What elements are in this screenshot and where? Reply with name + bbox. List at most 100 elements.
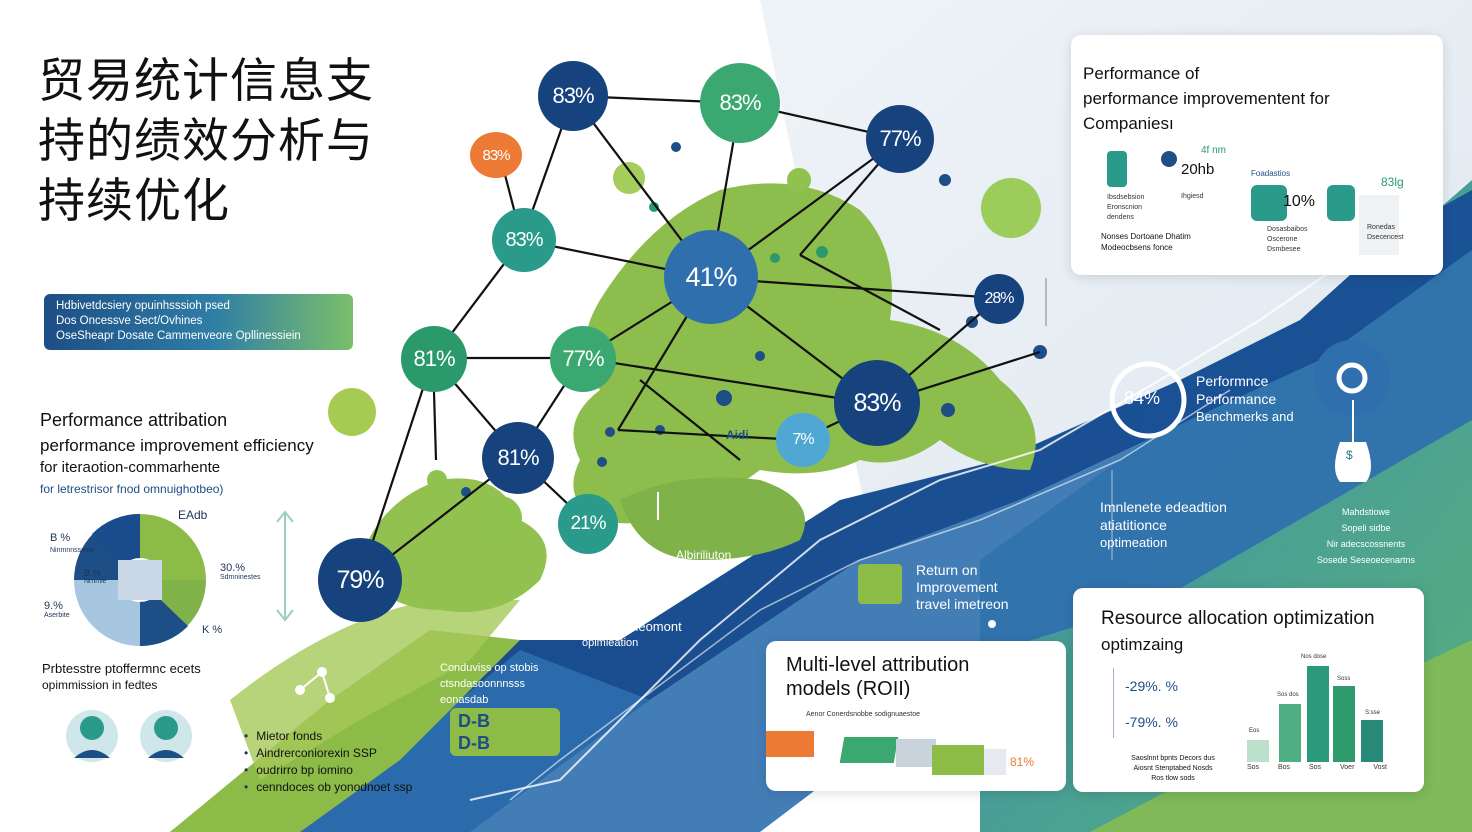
resource-bar (1279, 704, 1301, 762)
multi-bar-orange (766, 731, 814, 757)
resource-bar-top: Soss (1337, 676, 1351, 682)
top-card-title-1: Performance of (1083, 64, 1200, 83)
top-card-title-2: performance improvementent for (1083, 89, 1330, 108)
title-line-3: 持续优化 (38, 174, 230, 229)
deco-circle (671, 142, 681, 152)
resource-footer-1: Saoslnnt bpnts Decors dus (1131, 755, 1215, 762)
multi-level-card: Multi-level attribution models (ROII) Ae… (766, 641, 1066, 791)
pie-label-a-sub: Ninmnnsseion (50, 547, 95, 554)
benchmark-text: Performnce Performance Benchmerks and (1196, 372, 1356, 426)
top-card-gray-box (1359, 195, 1399, 255)
arrow-head-up (276, 510, 294, 523)
top-card-right-subs: Ronedas Dsecencest (1367, 223, 1404, 243)
pie-label-b: EAdb (178, 508, 208, 522)
top-card-right-sub-5: Dsmbesee (1267, 246, 1301, 253)
resource-card: Resource allocation optimization optimza… (1073, 588, 1424, 792)
top-card-stat-label: Ibsdsebsion (1107, 194, 1145, 201)
pie-label-e-value: 9.% (44, 600, 63, 612)
pill-line-2: Dos Oncessve Sect/Ovhines (56, 315, 203, 327)
deco-circle (605, 427, 615, 437)
top-card-right-sub-3: Dosasbaibos (1267, 226, 1308, 233)
metal-line-4: opimieation (582, 637, 639, 649)
metal-line-3: Commemeomont (582, 619, 682, 634)
deco-circle (941, 403, 955, 417)
top-card-stat-sub: Eronscnion dendens (1107, 204, 1143, 221)
top-card-icon-pin (1161, 151, 1177, 167)
return-line-3: travel imetreon (916, 596, 1009, 612)
bullet-item: Mietor fonds (244, 728, 464, 745)
network-node: 83% (538, 61, 608, 131)
right-small-block: Mahdstiowe Sopeli sidbe Nir adecscossnen… (1296, 504, 1436, 568)
resource-axis (1113, 668, 1114, 738)
top-card-big-value: 10% (1283, 193, 1316, 210)
deco-circle (816, 246, 828, 258)
pie-label-f-sub: Nrnmie (84, 578, 107, 585)
benchmark-line-2: Performance (1196, 391, 1277, 407)
left-line-2: performance improvement efficiency (40, 436, 314, 455)
deco-circle (597, 457, 607, 467)
deco-circle (939, 174, 951, 186)
network-node: 77% (866, 105, 934, 173)
info-pill: Hdbivetdcsiery opuinhsssioh psed Dos Onc… (44, 294, 353, 350)
multi-bar-light (984, 749, 1006, 775)
multi-bar-lime (932, 745, 984, 775)
middle-badge: D-B D-B (450, 708, 560, 756)
deco-circle (716, 390, 732, 406)
left-line-3: for iteraotion-commarhente (40, 459, 221, 476)
benchmark-value: 84% (1124, 388, 1161, 408)
top-card-right-value: 83lg (1381, 175, 1404, 189)
title-line-2: 持的绩效分析与 (38, 114, 374, 169)
pie-label-c-sub: Sdmninestes (220, 574, 261, 581)
multi-card-title: Multi-level attribution models (ROII) (786, 653, 1056, 701)
top-card-icon-green (1107, 151, 1127, 187)
bullet-list: Mietor fonds Aindrerconiorexin SSP oudri… (244, 728, 464, 796)
resource-bar-label: Sos (1247, 764, 1260, 771)
resource-bar-top: Eos (1249, 728, 1260, 734)
middle-list-line-2: ctsndasoonnnsss (440, 678, 525, 690)
top-card-mid-subs: Dosasbaibos Oscerone Dsmbesee (1267, 225, 1307, 255)
resource-bar (1361, 720, 1383, 762)
multi-card-value: 81% (1010, 755, 1035, 769)
top-card-m1c: Ihgiesd (1181, 193, 1204, 200)
network-node: 41% (664, 230, 758, 324)
left-text-block: Performance attribation performance impr… (40, 408, 440, 500)
pill-line-3: OseSheapr Dosate Cammenveore Opllinessie… (56, 330, 301, 342)
return-block: Return on Improvement travel imetreon (916, 562, 1056, 613)
deco-circle (328, 388, 376, 436)
arrow-head-down (276, 609, 294, 622)
network-node: 79% (318, 538, 402, 622)
top-card-m1b: 20hb (1181, 161, 1215, 178)
left-line-4: for letrestrisor fnod omnuighotbeo) (40, 482, 224, 496)
bullet-item: cenndoces ob yonodnoet ssp (244, 779, 464, 796)
implement-line-1: Imnlenete edeadtion (1100, 499, 1227, 515)
bottom-left-text: Prbtesstre ptoffermnc ecets opimmission … (42, 660, 282, 694)
money-icon: $ (1346, 448, 1353, 462)
top-card-right-label: Foadastios (1251, 169, 1291, 178)
middle-badge-1: D-B (458, 711, 490, 731)
resource-bar (1247, 740, 1269, 762)
resource-title-2: optimzaing (1101, 635, 1184, 654)
multi-card-title-2: models (ROII) (786, 678, 911, 700)
trend-line (469, 209, 1421, 801)
middle-list-line-1: Conduviss op stobis (440, 662, 539, 674)
resource-bar-top: Nos dose (1301, 654, 1327, 660)
network-links (358, 94, 1041, 581)
return-icon (858, 564, 902, 604)
pie-chart (74, 513, 206, 647)
metal-block: Nbetal Performonces Commemeomont opimiea… (582, 584, 732, 652)
top-card-green-box (1251, 185, 1287, 221)
right-small-line-1: Mahdstiowe (1341, 507, 1391, 517)
network-node: 83% (700, 63, 780, 143)
top-card-bullet-2: Modeocbsens fonce (1101, 243, 1173, 252)
return-line-2: Improvement (916, 579, 998, 595)
resource-footer-2: Aiosnt Stenptabed Nosds (1133, 765, 1213, 772)
benchmark-ring (1109, 361, 1187, 439)
map-label-b: Albiriliuton (676, 548, 732, 562)
money-bag-icon (1335, 442, 1371, 482)
resource-footer: Saoslnnt bpnts Decors dus Aiosnt Stenpta… (1113, 754, 1233, 784)
network-node: 77% (550, 326, 616, 392)
pie-label-f: B.% Nrnmie (84, 568, 107, 585)
deco-circle (981, 178, 1041, 238)
top-card-green-box-2 (1327, 185, 1355, 221)
network-node: 28% (974, 274, 1024, 324)
